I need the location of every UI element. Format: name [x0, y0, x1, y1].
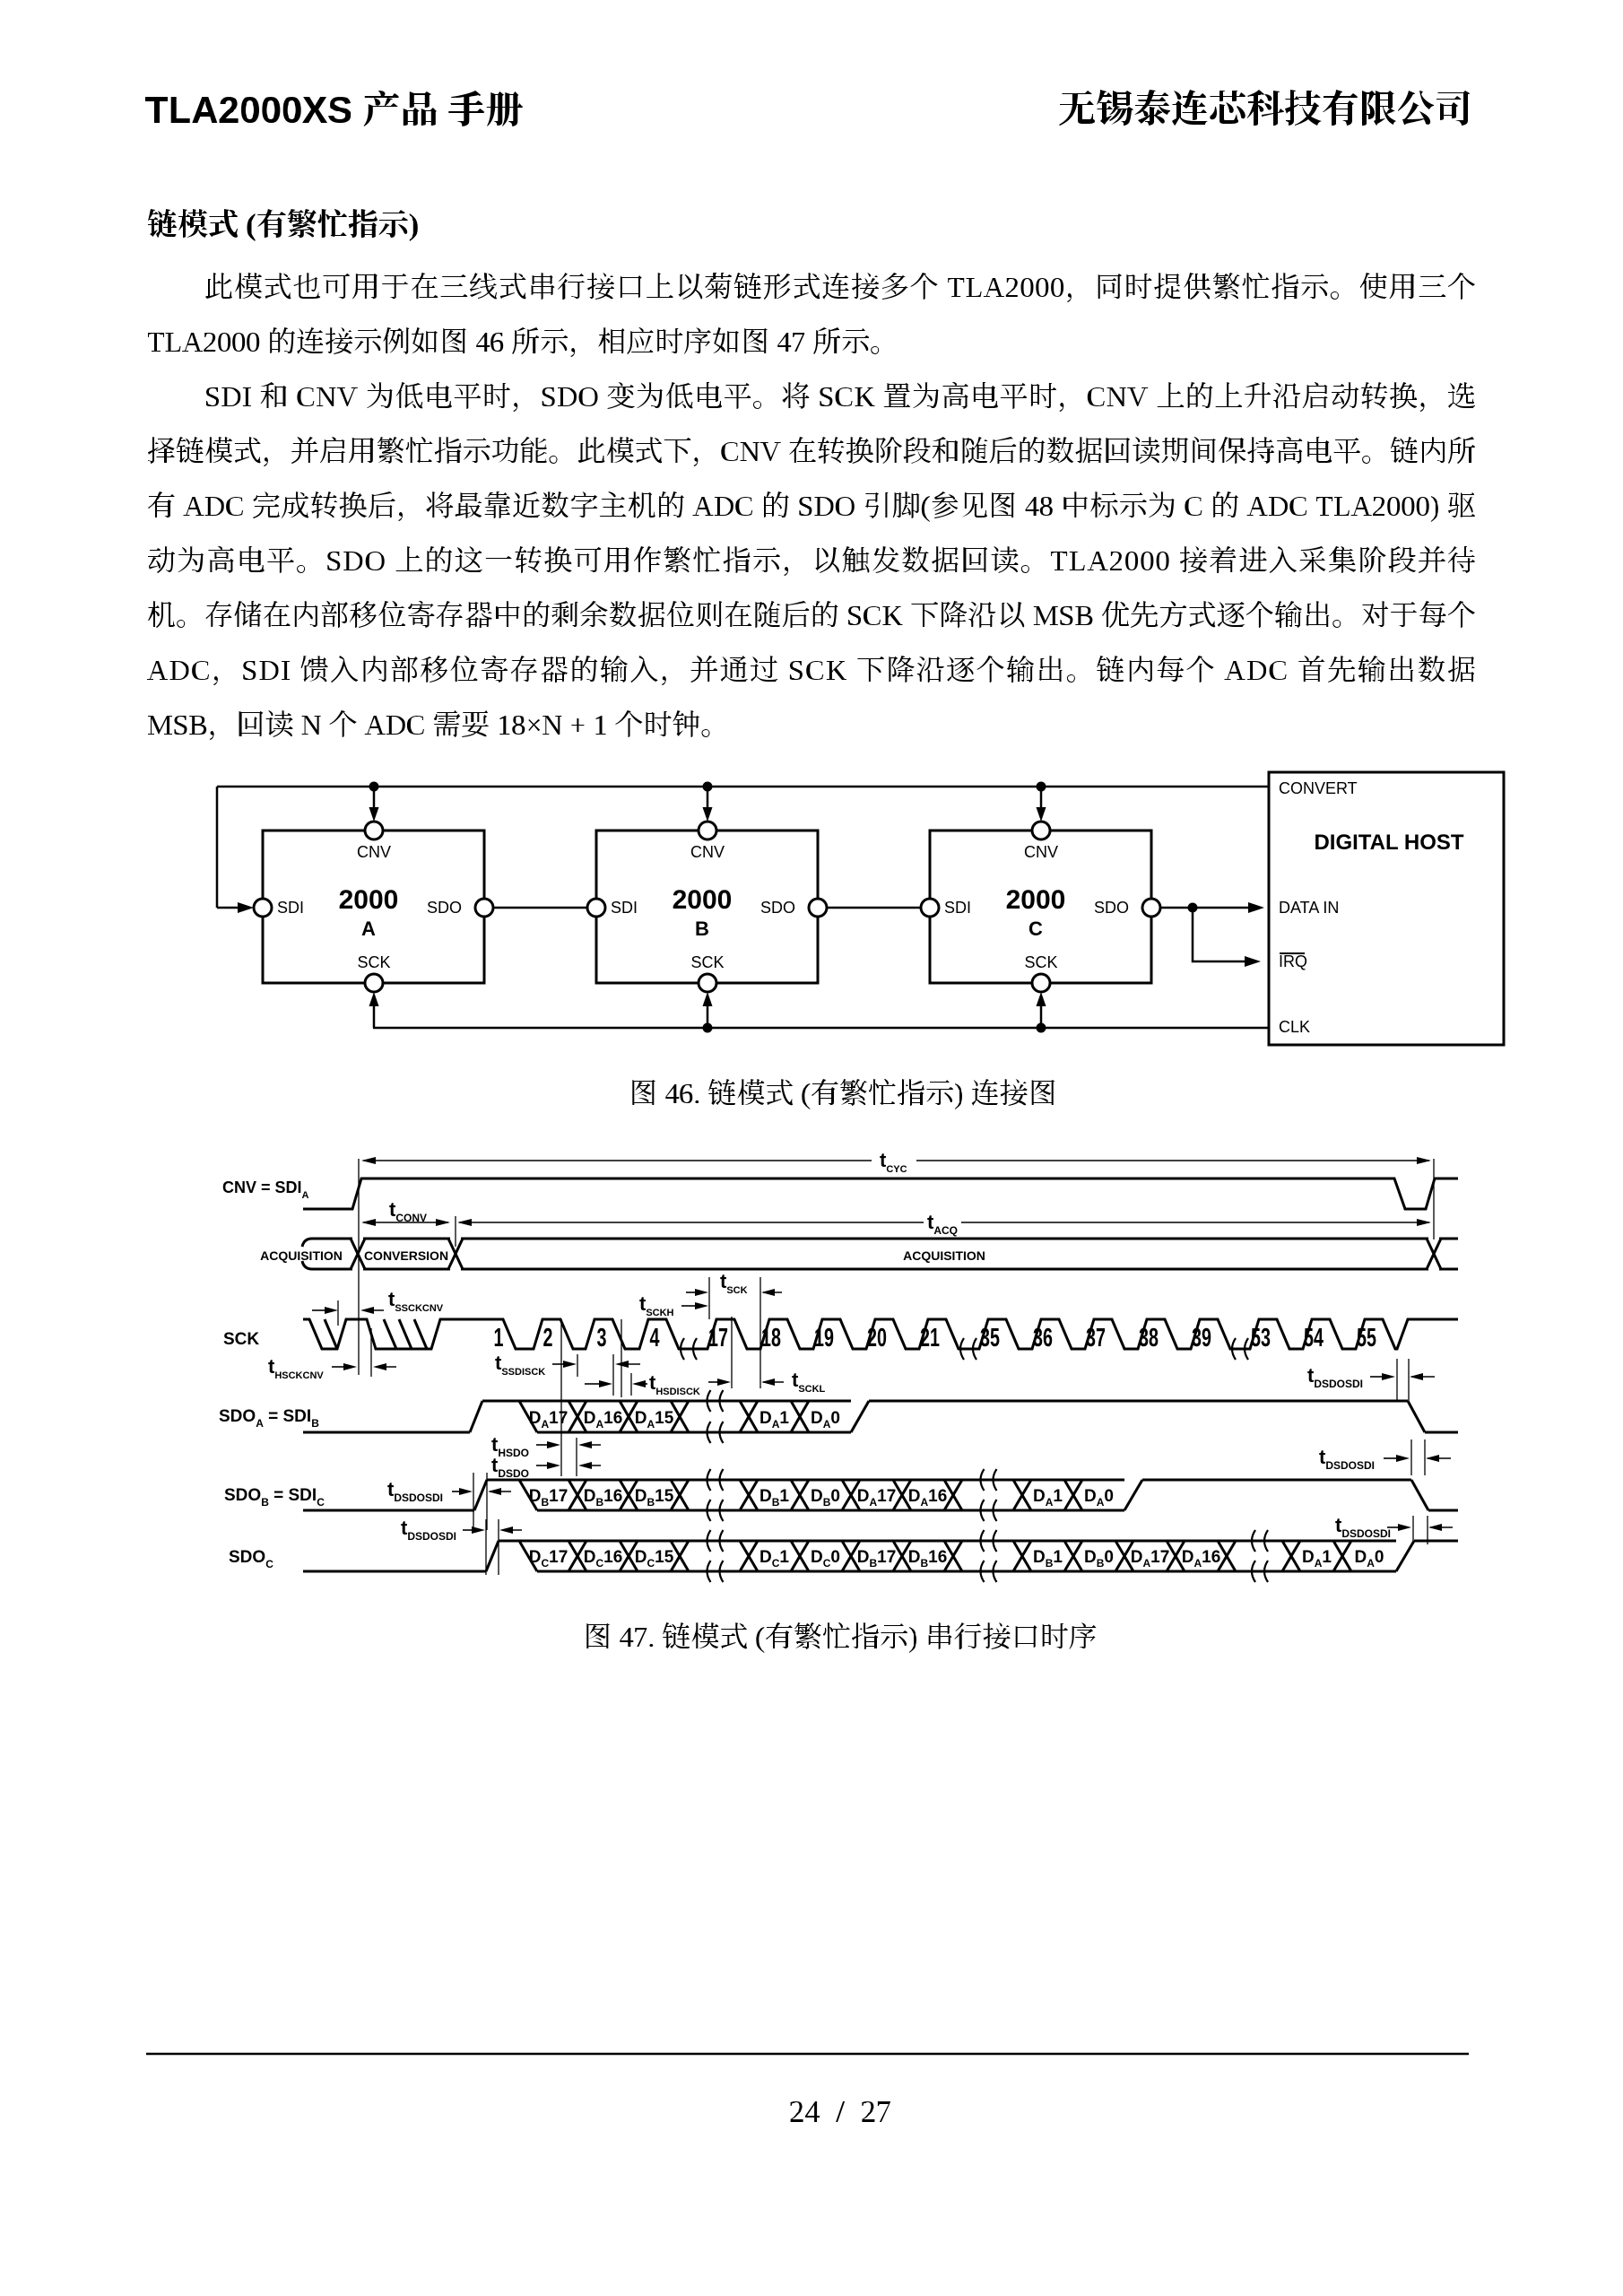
svg-text:B: B [695, 918, 709, 940]
svg-text:tSSCKCNV: tSSCKCNV [388, 1288, 444, 1314]
svg-text:DB1: DB1 [759, 1487, 789, 1509]
svg-text:21: 21 [920, 1324, 940, 1352]
svg-text:tSCKL: tSCKL [792, 1369, 826, 1395]
svg-text:ACQUISITION: ACQUISITION [903, 1248, 985, 1263]
svg-text:CONVERSION: CONVERSION [364, 1248, 448, 1263]
svg-text:SDO: SDO [1094, 899, 1129, 917]
svg-text:4: 4 [650, 1324, 660, 1352]
svg-text:CONVERT: CONVERT [1279, 779, 1358, 797]
svg-text:SCK: SCK [690, 953, 724, 971]
svg-text:54: 54 [1304, 1324, 1324, 1352]
svg-text:DA16: DA16 [1182, 1548, 1221, 1570]
svg-text:SDOC: SDOC [229, 1548, 273, 1570]
svg-text:53: 53 [1251, 1324, 1271, 1352]
svg-text:tSCK: tSCK [720, 1270, 748, 1296]
svg-text:CNV: CNV [1024, 843, 1058, 861]
svg-text:SCK: SCK [1024, 953, 1057, 971]
svg-text:3: 3 [597, 1324, 607, 1352]
svg-text:tDSDOSDI: tDSDOSDI [387, 1478, 443, 1504]
svg-text:tDSDOSDI: tDSDOSDI [1319, 1446, 1375, 1472]
svg-text:DA0: DA0 [1084, 1487, 1114, 1509]
svg-text:35: 35 [980, 1324, 1000, 1352]
svg-text:DC15: DC15 [635, 1548, 674, 1570]
svg-text:39: 39 [1192, 1324, 1211, 1352]
svg-text:36: 36 [1033, 1324, 1053, 1352]
svg-text:20: 20 [867, 1324, 887, 1352]
svg-text:2: 2 [543, 1324, 553, 1352]
svg-text:SDI: SDI [277, 899, 304, 917]
svg-text:CNV: CNV [690, 843, 725, 861]
svg-text:DA17: DA17 [529, 1409, 568, 1431]
svg-text:SDI: SDI [611, 899, 638, 917]
svg-text:tCYC: tCYC [880, 1149, 907, 1175]
svg-text:A: A [361, 918, 376, 940]
svg-text:55: 55 [1357, 1324, 1376, 1352]
svg-text:tDSDOSDI: tDSDOSDI [1307, 1364, 1363, 1390]
svg-text:DATA IN: DATA IN [1279, 899, 1339, 917]
svg-text:19: 19 [814, 1324, 834, 1352]
svg-text:CNV = SDIA: CNV = SDIA [222, 1178, 309, 1201]
svg-text:tHSCKCNV: tHSCKCNV [268, 1355, 324, 1381]
svg-text:tCONV: tCONV [389, 1198, 427, 1224]
svg-text:DC1: DC1 [759, 1548, 789, 1570]
svg-text:DC0: DC0 [811, 1548, 840, 1570]
svg-text:CLK: CLK [1279, 1018, 1310, 1036]
svg-text:DA1: DA1 [1033, 1487, 1063, 1509]
svg-text:DA0: DA0 [811, 1409, 840, 1431]
svg-text:DB0: DB0 [1084, 1548, 1114, 1570]
svg-text:C: C [1028, 918, 1043, 940]
svg-text:tDSDOSDI: tDSDOSDI [1335, 1514, 1391, 1540]
svg-text:DB15: DB15 [635, 1487, 674, 1509]
svg-text:DA17: DA17 [857, 1487, 897, 1509]
svg-text:SCK: SCK [223, 1330, 259, 1349]
svg-text:DB16: DB16 [908, 1548, 948, 1570]
svg-text:DB0: DB0 [811, 1487, 840, 1509]
svg-text:DC17: DC17 [529, 1548, 568, 1570]
svg-text:DB1: DB1 [1033, 1548, 1063, 1570]
svg-text:tHSDISCK: tHSDISCK [649, 1371, 700, 1397]
svg-text:DA1: DA1 [1302, 1548, 1332, 1570]
svg-text:SDI: SDI [944, 899, 971, 917]
svg-text:tACQ: tACQ [927, 1211, 958, 1237]
svg-text:DA0: DA0 [1355, 1548, 1384, 1570]
svg-text:DB17: DB17 [857, 1548, 897, 1570]
svg-text:SDO: SDO [427, 899, 462, 917]
svg-text:tSSDISCK: tSSDISCK [495, 1352, 545, 1378]
svg-text:2000: 2000 [1006, 885, 1066, 915]
svg-text:tSCKH: tSCKH [639, 1292, 674, 1318]
svg-text:ACQUISITION: ACQUISITION [260, 1248, 343, 1263]
svg-text:DB17: DB17 [529, 1487, 568, 1509]
svg-text:2000: 2000 [673, 885, 733, 915]
svg-text:SDOA = SDIB: SDOA = SDIB [219, 1407, 319, 1430]
svg-text:DA17: DA17 [1131, 1548, 1170, 1570]
svg-text:DA16: DA16 [584, 1409, 623, 1431]
svg-text:37: 37 [1086, 1324, 1106, 1352]
svg-text:18: 18 [761, 1324, 781, 1352]
svg-text:CNV: CNV [357, 843, 391, 861]
svg-text:tHSDO: tHSDO [491, 1433, 529, 1459]
svg-text:tDSDOSDI: tDSDOSDI [401, 1517, 456, 1543]
svg-text:1: 1 [494, 1324, 504, 1352]
svg-text:17: 17 [708, 1324, 728, 1352]
svg-text:SDOB = SDIC: SDOB = SDIC [224, 1486, 325, 1509]
svg-text:IRQ: IRQ [1279, 952, 1307, 970]
svg-text:DA16: DA16 [908, 1487, 948, 1509]
svg-text:DIGITAL HOST: DIGITAL HOST [1314, 831, 1463, 855]
svg-text:DC16: DC16 [584, 1548, 623, 1570]
svg-text:2000: 2000 [339, 885, 399, 915]
svg-text:38: 38 [1139, 1324, 1159, 1352]
svg-text:DA15: DA15 [635, 1409, 674, 1431]
svg-text:SDO: SDO [760, 899, 795, 917]
svg-text:SCK: SCK [357, 953, 390, 971]
svg-text:DA1: DA1 [759, 1409, 789, 1431]
svg-text:DB16: DB16 [584, 1487, 623, 1509]
